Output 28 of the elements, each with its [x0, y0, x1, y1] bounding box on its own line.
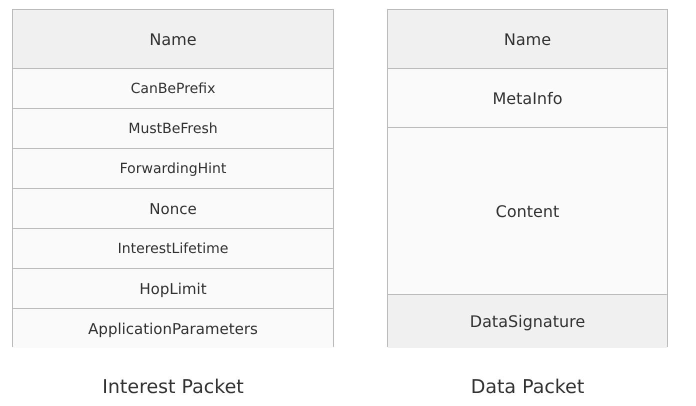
- field-row: [13, 68, 333, 108]
- field-name: Content: [496, 202, 560, 220]
- packet-caption: Interest Packet: [102, 376, 244, 398]
- field-name: Name: [149, 30, 197, 48]
- packet-caption: Data Packet: [470, 376, 584, 398]
- field-name: MetaInfo: [492, 88, 562, 108]
- field-name: ApplicationParameters: [88, 320, 258, 338]
- field-name: CanBePrefix: [130, 80, 216, 96]
- field-name: DataSignature: [470, 312, 586, 331]
- field-name: Nonce: [149, 200, 197, 218]
- field-row: [13, 148, 333, 188]
- field-row: [13, 308, 333, 348]
- field-row: [388, 10, 667, 68]
- field-name: HopLimit: [139, 280, 207, 298]
- field-row: [13, 10, 333, 68]
- field-row: [388, 127, 667, 294]
- field-name: ForwardingHint: [120, 160, 226, 176]
- field-row: [13, 188, 333, 228]
- field-row: [13, 268, 333, 308]
- field-name: InterestLifetime: [118, 240, 228, 256]
- packet-frame: [12, 9, 334, 347]
- field-name: MustBeFresh: [128, 120, 218, 136]
- field-name: Name: [504, 30, 552, 48]
- field-row: [388, 294, 667, 348]
- field-row: [388, 68, 667, 127]
- field-row: [13, 228, 333, 268]
- field-row: [13, 108, 333, 148]
- packet-frame: [387, 9, 668, 347]
